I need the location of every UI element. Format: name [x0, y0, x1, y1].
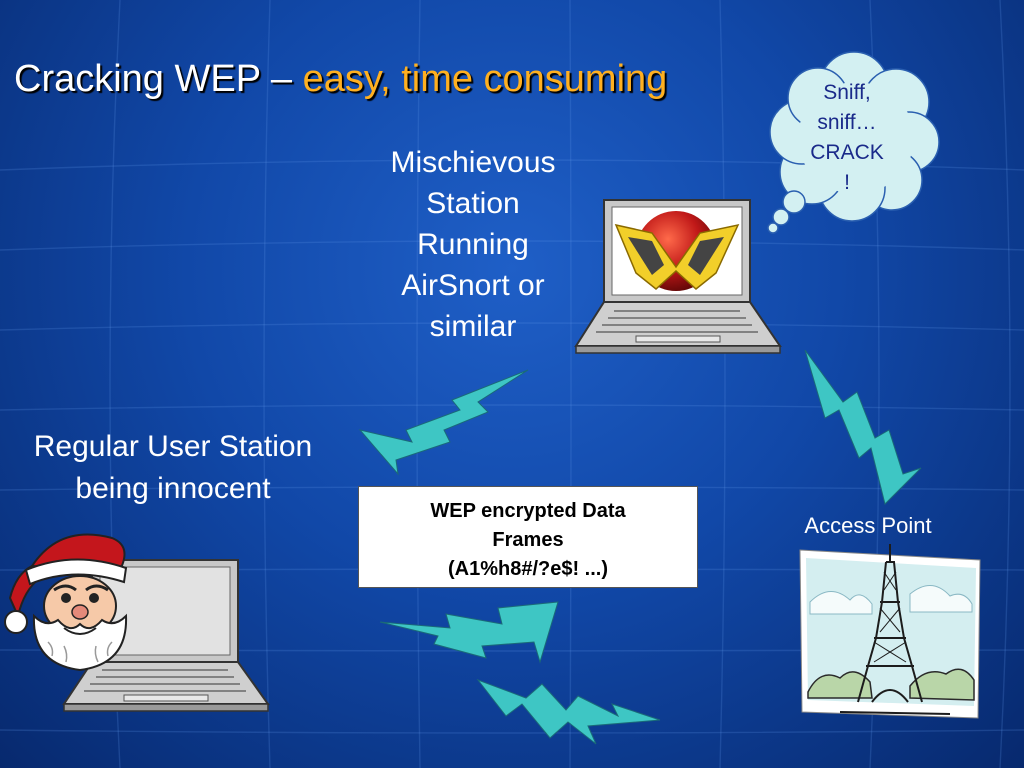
slide-title-main: Cracking WEP –	[14, 58, 303, 100]
thought-bubble-icon	[767, 51, 940, 234]
label-line: similar	[429, 310, 517, 343]
thought-bubble-text: Sniff, sniff… CRACK !	[788, 78, 906, 198]
airsnort-logo-icon	[614, 211, 740, 291]
eiffel-tower-icon	[799, 544, 981, 719]
label-line: Running	[417, 228, 529, 261]
slide-title-accent: easy, time consuming	[302, 58, 668, 100]
slide-title: Cracking WEP – easy, time consuming	[14, 58, 667, 101]
bubble-line: !	[844, 171, 850, 194]
wep-line: WEP encrypted Data	[430, 500, 626, 522]
regular-station-label: Regular User Station being innocent	[8, 426, 338, 510]
wep-frames-box: WEP encrypted Data Frames (A1%h8#/?e$! .…	[358, 486, 698, 588]
mischievous-station-label: Mischievous Station Running AirSnort or …	[368, 142, 578, 347]
bubble-line: Sniff,	[823, 81, 871, 104]
label-line: being innocent	[75, 472, 271, 505]
wep-line: Frames	[492, 529, 564, 551]
label-line: Mischievous	[390, 146, 556, 179]
label-line: AirSnort or	[401, 269, 545, 302]
wep-line: (A1%h8#/?e$! ...)	[447, 558, 609, 580]
bubble-line: CRACK	[810, 141, 884, 164]
bubble-line: sniff…	[817, 111, 877, 134]
label-line: Station	[426, 187, 520, 220]
lightning-bolt-icon	[476, 678, 661, 745]
lightning-bolt-icon	[358, 369, 529, 476]
santa-icon	[4, 533, 128, 672]
access-point-label: Access Point	[804, 513, 932, 538]
lightning-bolt-icon	[379, 601, 559, 664]
label-line: Regular User Station	[33, 430, 313, 463]
lightning-bolt-icon	[804, 349, 922, 505]
